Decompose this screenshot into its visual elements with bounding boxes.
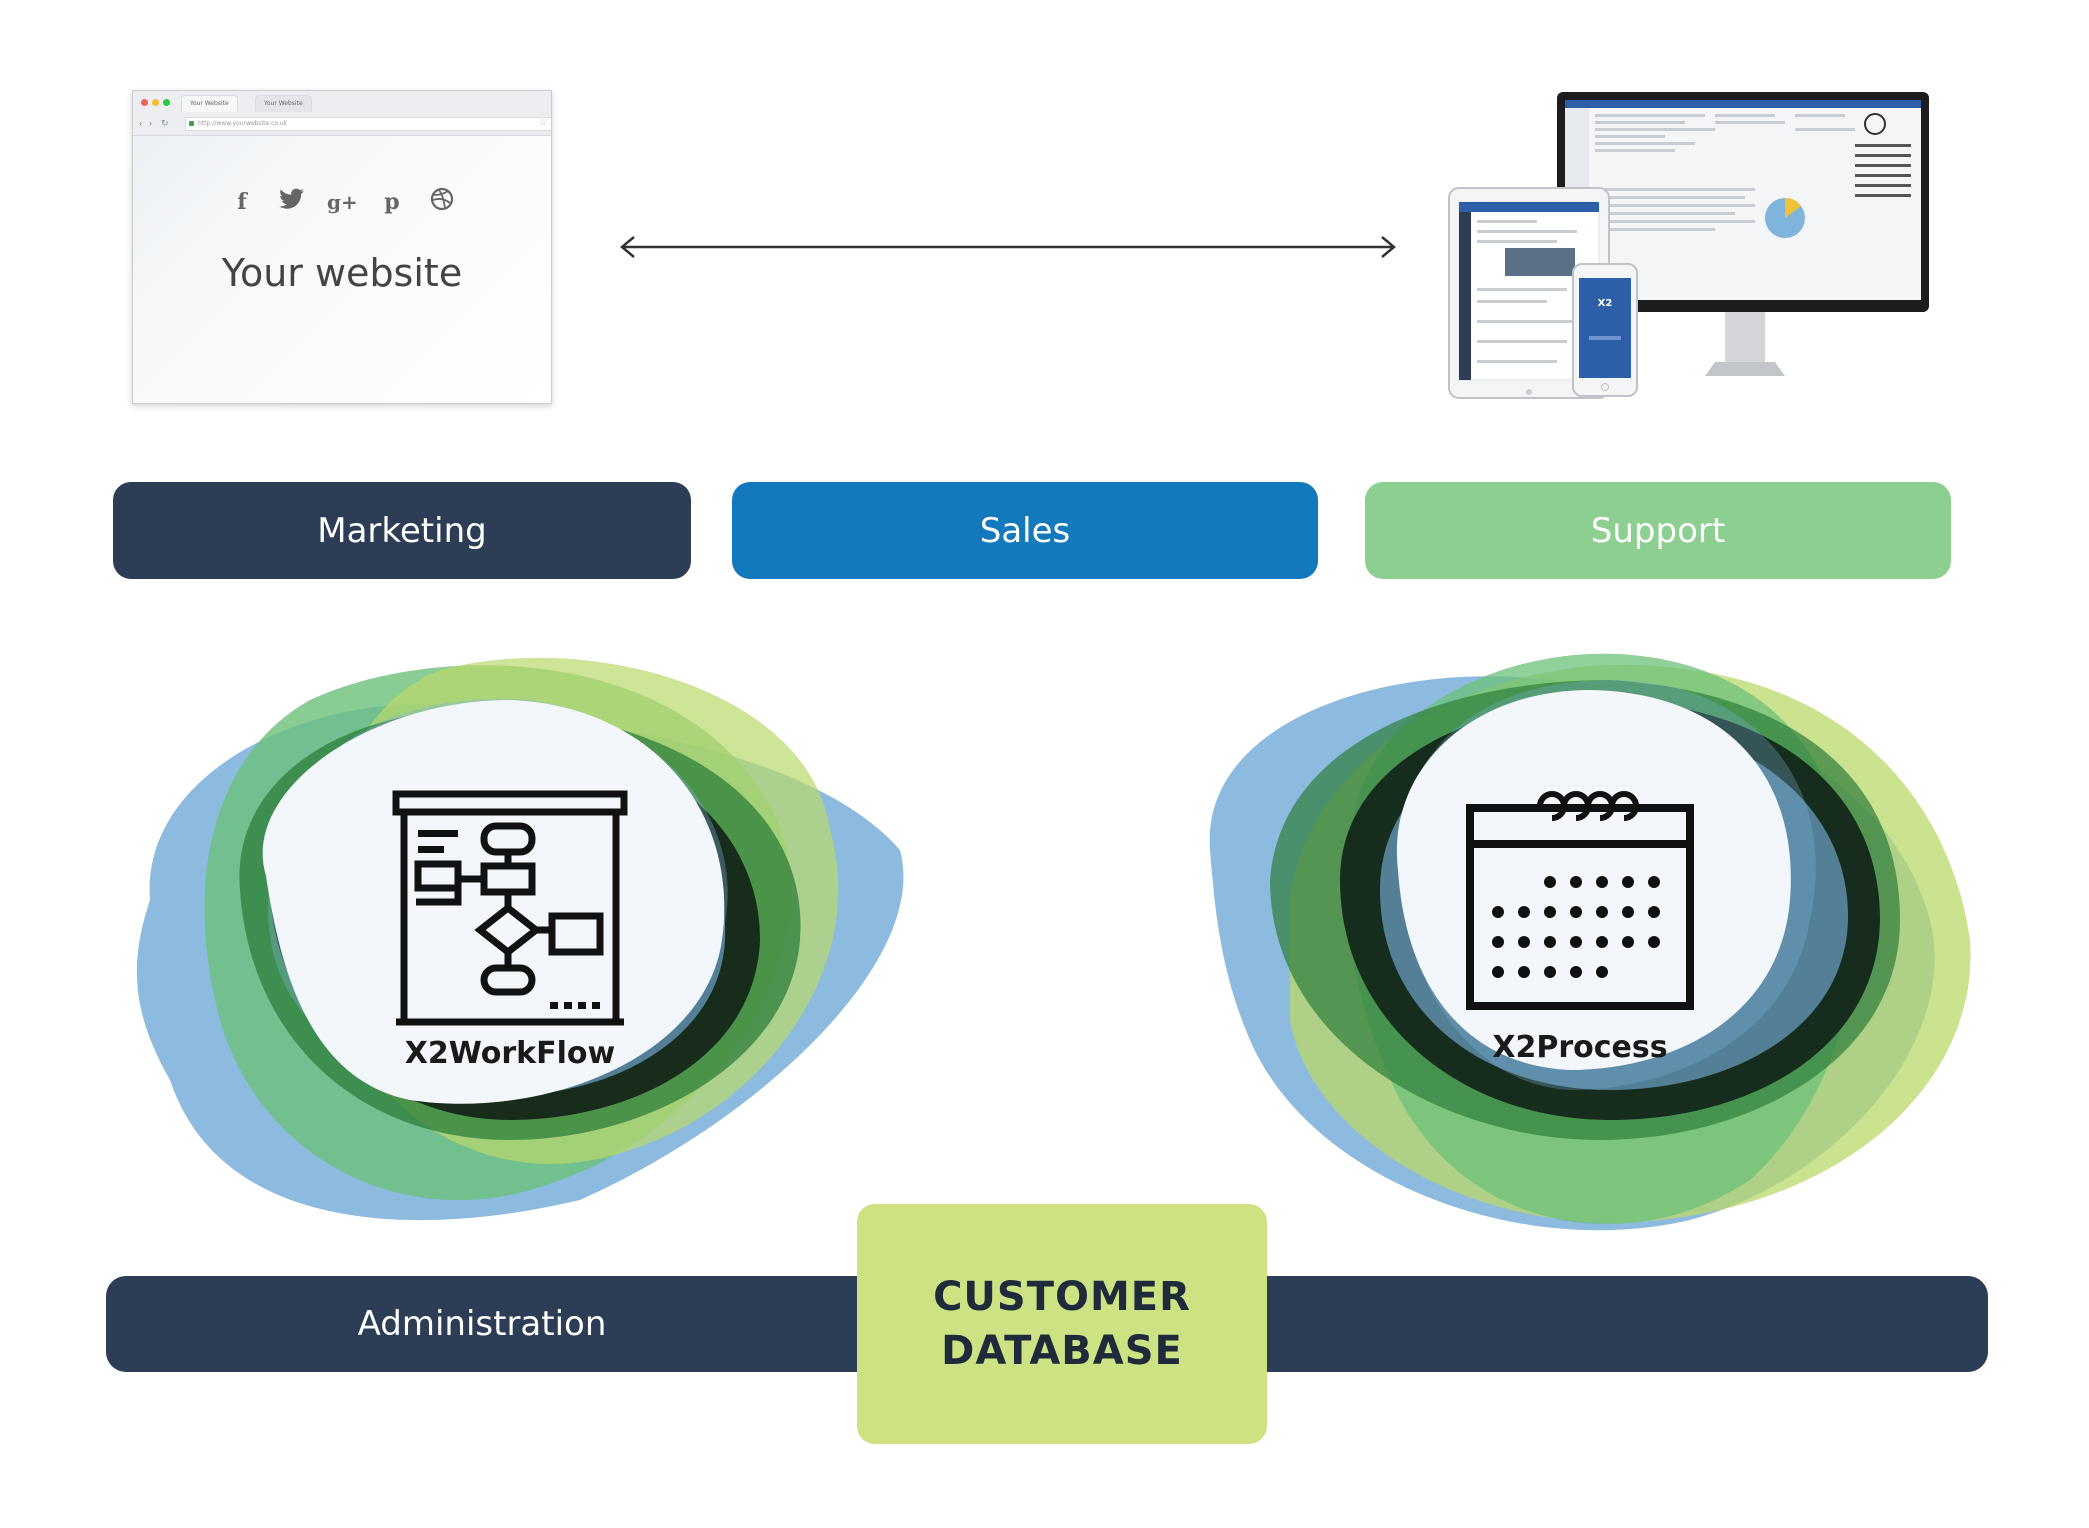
dribbble-icon [427,187,457,216]
x2workflow-label: X2WorkFlow [404,1036,616,1071]
back-arrow-icon: ‹ [139,118,142,128]
url-text: http://www.yourwebsite.co.uk [198,120,288,127]
database-label-line2: DATABASE [941,1328,1183,1374]
marketing-bar: Marketing [113,482,691,579]
sync-arrow [620,236,1396,258]
website-browser-mockup: Your Website Your Website ‹ › ↻ http://w… [132,90,552,404]
social-icons: f g+ p [227,187,457,216]
close-dot-icon [141,99,148,106]
svg-text:X2: X2 [1598,298,1613,309]
twitter-icon [277,188,307,215]
calendar-icon [1466,791,1694,1010]
arrow-left-icon [620,236,635,258]
lock-icon [189,121,194,126]
facebook-icon: f [237,188,247,215]
maximize-dot-icon [163,99,170,106]
sales-bar: Sales [732,482,1318,579]
x2process-label: X2Process [1492,1030,1668,1065]
browser-tab-active: Your Website [181,95,238,112]
star-icon: ☆ [538,118,547,128]
pinterest-icon: p [384,188,400,215]
flowchart-board-icon [392,790,628,1026]
database-label-line1: CUSTOMER [933,1274,1191,1320]
administration-label: Administration [357,1304,607,1344]
customer-database-box: CUSTOMER DATABASE [857,1204,1267,1444]
google-plus-icon: g+ [327,189,358,214]
url-bar: http://www.yourwebsite.co.uk ☆ [185,117,551,131]
reload-icon: ↻ [161,118,169,128]
phone-icon: X2 [1572,263,1638,397]
devices-mockup: X2 [1448,92,1929,399]
tablet-icon [1448,187,1610,399]
browser-tab-inactive: Your Website [255,95,312,112]
browser-chrome: Your Website Your Website ‹ › ↻ http://w… [133,91,551,136]
minimize-dot-icon [152,99,159,106]
website-title: Your website [221,251,463,295]
support-bar: Support [1365,482,1951,579]
arrow-right-icon [1381,236,1396,258]
forward-arrow-icon: › [149,118,152,128]
